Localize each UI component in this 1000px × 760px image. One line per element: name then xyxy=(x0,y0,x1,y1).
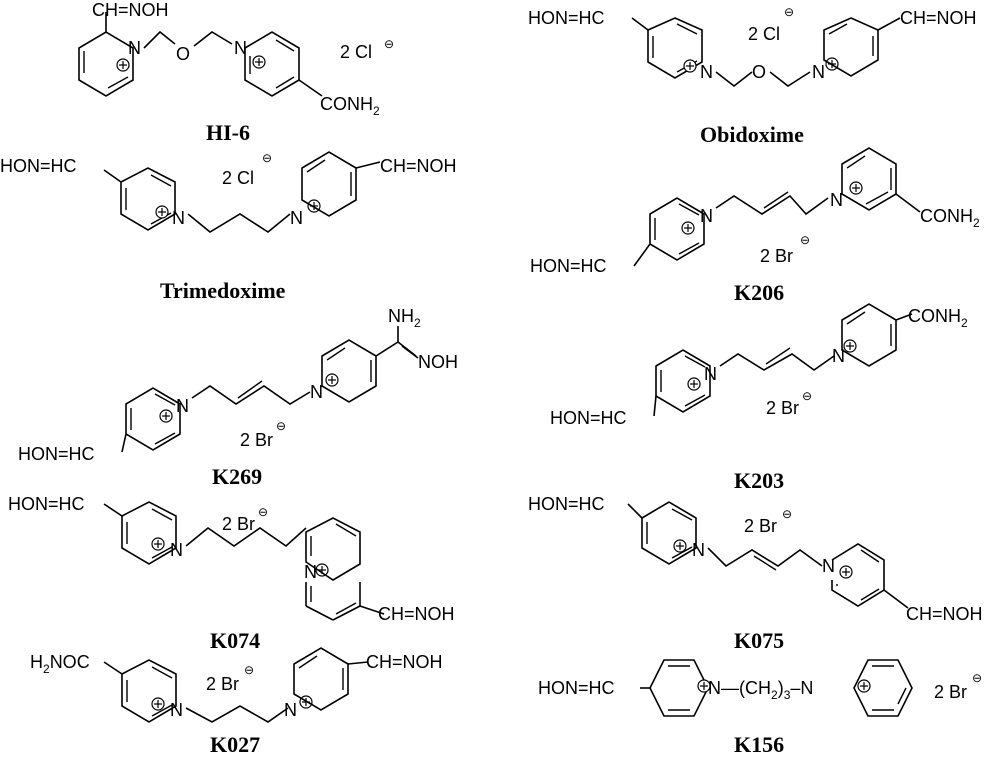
k027-oxime-right: CH=NOH xyxy=(366,652,443,672)
k027-ring-n-right: N xyxy=(284,700,297,720)
trimedoxime-name: Trimedoxime xyxy=(160,278,286,303)
k206-counterion: 2 Br xyxy=(760,246,793,266)
k203-name: K203 xyxy=(734,468,784,493)
hi6-ring-n-right: N xyxy=(234,38,247,58)
k269-ring-n-right: N xyxy=(310,382,323,402)
k027-name: K027 xyxy=(210,732,260,755)
hi6-amide-label: CONH2 xyxy=(320,94,380,118)
structure-k203: HON=HC N N CONH2 2 Br ⊖ K203 xyxy=(550,303,968,493)
obidoxime-counterion: 2 Cl xyxy=(748,24,780,44)
k074-oxime-right: CH=NOH xyxy=(378,604,455,624)
k203-ring-n-left: N xyxy=(704,364,717,384)
trimedoxime-ring-n-left: N xyxy=(172,208,185,228)
structure-k027: H2NOC N N CH=NOH 2 Br ⊖ K027 xyxy=(30,647,443,757)
obidoxime-ring-n-left: N xyxy=(700,62,713,82)
structure-k156: HON=HC N—(CH2)3–N 2 Br ⊖ K156 xyxy=(538,659,982,757)
k206-ring-n-left: N xyxy=(700,206,713,226)
k075-ring-n-left: N xyxy=(692,540,705,560)
hi6-counterion: 2 Cl xyxy=(340,42,372,62)
trimedoxime-counterion: 2 Cl xyxy=(222,168,254,188)
hi6-name: HI-6 xyxy=(206,120,250,145)
hi6-counterion-charge: ⊖ xyxy=(384,37,394,51)
k206-ring-n-right: N xyxy=(830,190,843,210)
k203-ring-n-right: N xyxy=(832,346,845,366)
trimedoxime-oxime-left: HON=HC xyxy=(0,156,77,176)
k203-oxime: HON=HC xyxy=(550,408,627,428)
k269-counterion: 2 Br xyxy=(240,430,273,450)
k027-counterion-charge: ⊖ xyxy=(244,663,254,677)
k206-name: K206 xyxy=(734,280,784,305)
k203-amide: CONH2 xyxy=(908,306,968,330)
k074-counterion: 2 Br xyxy=(222,514,255,534)
k074-counterion-charge: ⊖ xyxy=(258,505,268,519)
k075-charge-left xyxy=(673,539,687,553)
obidoxime-ether-o: O xyxy=(752,62,766,82)
structure-hi6: CH=NOH N O N CONH2 2 Cl ⊖ HI-6 xyxy=(78,0,394,145)
hi6-charge-right xyxy=(252,55,266,69)
k269-ring-n-left: N xyxy=(176,396,189,416)
k156-chain: N—(CH2)3–N xyxy=(708,678,813,702)
obidoxime-oxime-left: HON=HC xyxy=(528,8,605,28)
hi6-oxime-label: CH=NOH xyxy=(92,0,169,20)
k206-charge-right xyxy=(849,181,863,195)
k075-charge-right xyxy=(839,565,853,579)
k156-oxime: HON=HC xyxy=(538,678,615,698)
structure-k075: HON=HC N N CH=NOH 2 Br ⊖ K075 xyxy=(528,494,983,653)
k206-amide: CONH2 xyxy=(920,206,980,230)
k156-counterion-charge: ⊖ xyxy=(972,671,982,685)
obidoxime-charge-left xyxy=(683,59,697,73)
structure-obidoxime: HON=HC N O N CH=NOH 2 Cl ⊖ Obidoxime xyxy=(528,5,977,147)
k074-name: K074 xyxy=(210,628,260,653)
structure-k269: HON=HC N N NH2 NOH 2 Br ⊖ K269 xyxy=(18,306,458,489)
k269-charge-right xyxy=(325,373,339,387)
k156-counterion: 2 Br xyxy=(934,682,967,702)
k075-oxime-right: CH=NOH xyxy=(906,604,983,624)
k027-ring-n-left: N xyxy=(170,700,183,720)
k203-charge-right xyxy=(843,339,857,353)
k269-oxime: HON=HC xyxy=(18,444,95,464)
obidoxime-ring-n-right: N xyxy=(812,62,825,82)
k269-noh: NOH xyxy=(418,352,458,372)
k156-charge-left xyxy=(697,679,711,693)
k203-counterion: 2 Br xyxy=(766,398,799,418)
k074-oxime-left: HON=HC xyxy=(8,494,85,514)
k027-amide: H2NOC xyxy=(30,652,90,676)
hi6-charge-left xyxy=(116,58,130,72)
obidoxime-counterion-charge: ⊖ xyxy=(784,5,794,19)
hi6-ether-o: O xyxy=(176,44,190,64)
k027-charge-left xyxy=(151,697,165,711)
k156-name: K156 xyxy=(734,732,784,755)
k075-oxime-left: HON=HC xyxy=(528,494,605,514)
k206-oxime: HON=HC xyxy=(530,256,607,276)
k206-counterion-charge: ⊖ xyxy=(800,233,810,247)
k269-charge-left xyxy=(159,409,173,423)
k203-charge-left xyxy=(687,377,701,391)
structure-trimedoxime: HON=HC N N CH=NOH 2 Cl ⊖ Trimedoxime xyxy=(0,151,457,303)
obidoxime-name: Obidoxime xyxy=(700,122,804,147)
structure-k206: HON=HC N N CONH2 2 Br ⊖ K206 xyxy=(530,147,980,305)
k075-name: K075 xyxy=(734,628,784,653)
k075-counterion: 2 Br xyxy=(744,516,777,536)
k075-ring-n-right: N xyxy=(822,556,835,576)
trimedoxime-counterion-charge: ⊖ xyxy=(262,151,272,165)
k206-charge-left xyxy=(681,221,695,235)
k156-charge-right xyxy=(857,679,871,693)
k027-counterion: 2 Br xyxy=(206,674,239,694)
k075-counterion-charge: ⊖ xyxy=(782,507,792,521)
k269-nh2: NH2 xyxy=(388,306,421,330)
structure-k074: HON=HC N N CH=NOH 2 Br ⊖ K074 xyxy=(8,494,455,653)
k074-ring-n-left: N xyxy=(170,540,183,560)
k269-name: K269 xyxy=(212,464,262,489)
trimedoxime-charge-left xyxy=(155,205,169,219)
trimedoxime-oxime-right: CH=NOH xyxy=(380,156,457,176)
obidoxime-oxime-right: CH=NOH xyxy=(900,8,977,28)
k269-counterion-charge: ⊖ xyxy=(276,419,286,433)
trimedoxime-ring-n-right: N xyxy=(290,208,303,228)
k074-charge-right xyxy=(315,563,329,577)
hi6-ring-n-left: N xyxy=(128,38,141,58)
k203-counterion-charge: ⊖ xyxy=(802,389,812,403)
k074-charge-left xyxy=(151,537,165,551)
